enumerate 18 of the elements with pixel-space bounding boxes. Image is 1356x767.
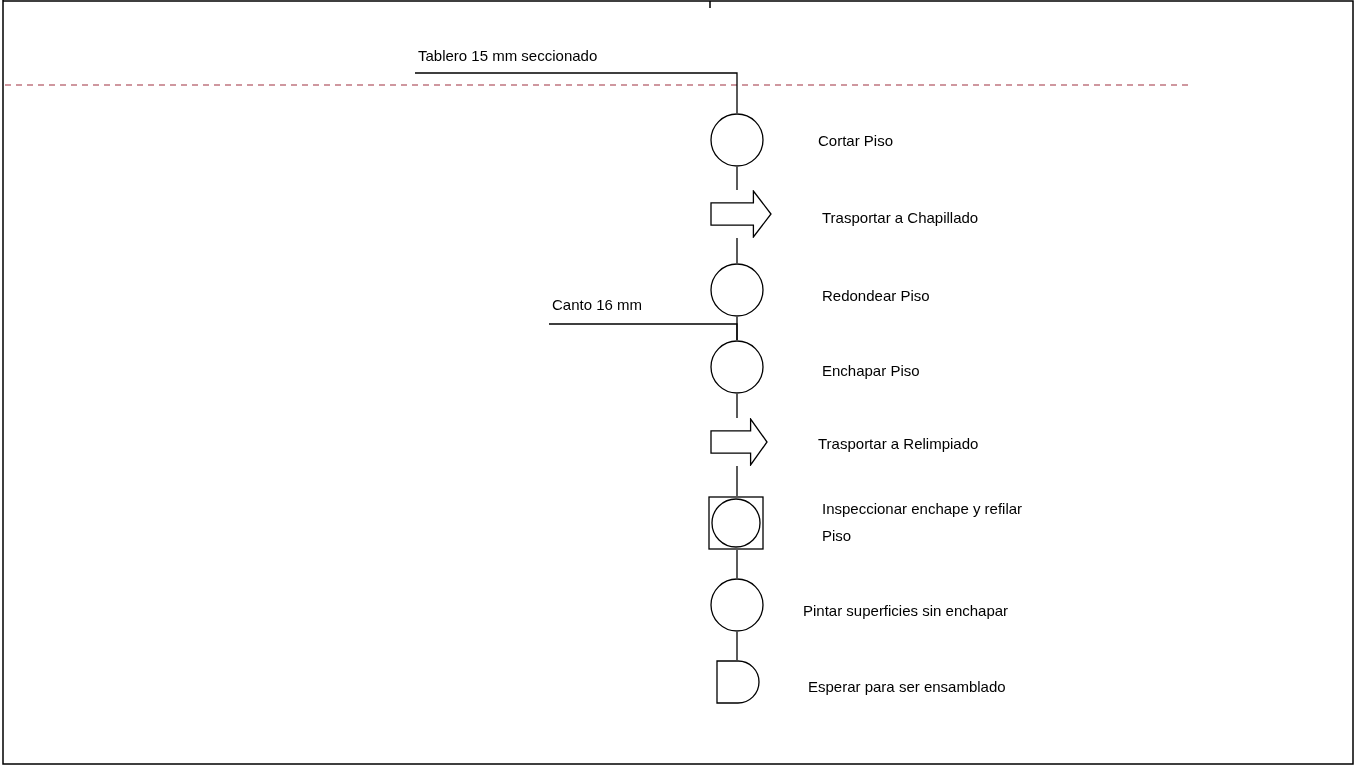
material-label: Tablero 15 mm seccionado [418, 46, 598, 66]
flow-line [736, 549, 738, 579]
flow-line [548, 323, 738, 341]
material-label: Canto 16 mm [552, 295, 643, 315]
step-label: Inspeccionar enchape y refilar Piso [822, 499, 1024, 546]
step-label: Pintar superficies sin enchapar [803, 601, 1009, 621]
flow-line [736, 465, 738, 497]
flow-line [414, 72, 738, 114]
step-label: Cortar Piso [818, 131, 894, 151]
flow-line [736, 631, 738, 661]
step-label: Esperar para ser ensamblado [808, 677, 1006, 697]
flow-line [736, 393, 738, 419]
step-label: Trasportar a Relimpiado [818, 434, 979, 454]
step-label: Redondear Piso [822, 286, 930, 306]
flow-line [736, 166, 738, 191]
step-label: Trasportar a Chapillado [822, 208, 979, 228]
step-label: Enchapar Piso [822, 361, 920, 381]
flow-line [736, 237, 738, 264]
